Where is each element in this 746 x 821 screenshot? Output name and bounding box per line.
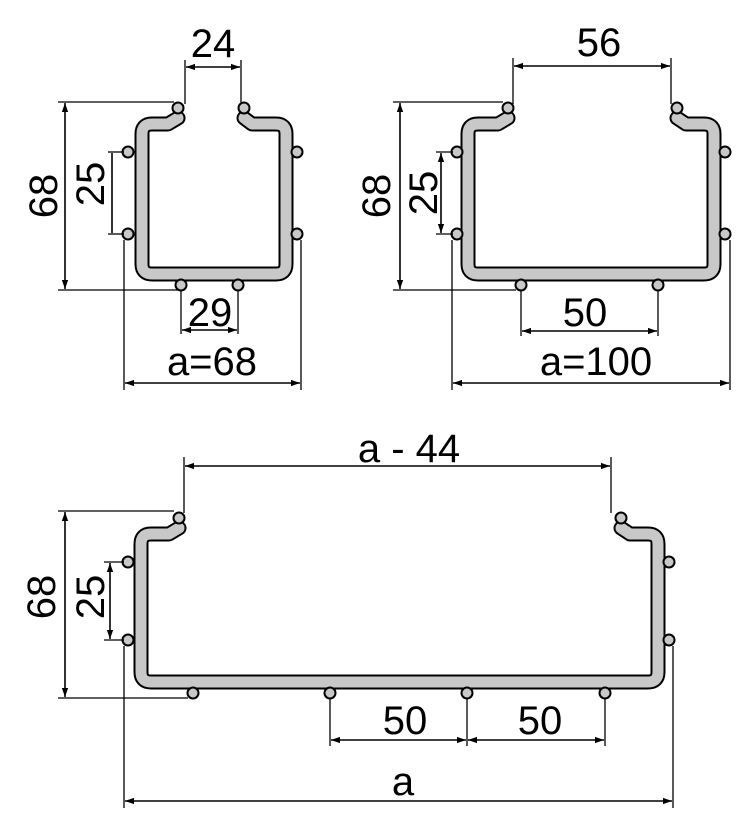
large-tray: a - 44 68 25 50 50 [20,427,676,808]
large-bottom-spacing-dimension-1: 50 [329,698,468,746]
medium-height-label: 68 [355,174,399,219]
small-tray-profile [134,110,294,282]
small-width-dimension: a=68 [123,240,302,390]
small-opening-label: 24 [191,22,236,66]
medium-tray: 56 68 25 50 a=100 [355,21,732,390]
small-height-dimension: 68 [22,101,180,291]
small-bottom-spacing-dimension: 29 [180,290,239,335]
medium-opening-dimension: 56 [512,21,672,104]
small-opening-dimension: 24 [184,22,242,104]
medium-width-dimension: a=100 [451,240,731,390]
small-side-spacing-dimension: 25 [69,151,124,235]
medium-tray-wires [450,101,732,292]
large-bottom-spacing-label-2: 50 [518,699,563,743]
large-opening-dimension: a - 44 [183,427,612,513]
large-width-dimension: a [123,646,674,808]
large-side-spacing-dimension: 25 [69,561,124,641]
large-height-label: 68 [20,575,64,620]
large-tray-profile [133,520,666,690]
large-tray-wires [121,511,676,700]
medium-tray-profile [460,110,722,282]
large-height-dimension: 68 [20,510,188,699]
large-side-spacing-label: 25 [69,575,113,620]
large-opening-label: a - 44 [358,427,460,471]
medium-side-spacing-dimension: 25 [402,151,453,235]
medium-bottom-spacing-dimension: 50 [520,290,659,336]
large-bottom-spacing-dimension-2: 50 [468,698,606,746]
large-width-label: a [392,760,415,804]
small-tray-wires [121,101,304,292]
medium-width-label: a=100 [540,340,652,384]
large-bottom-spacing-label-1: 50 [383,699,428,743]
small-width-label: a=68 [167,340,257,384]
small-tray: 24 68 25 29 a=68 [22,22,304,390]
small-bottom-spacing-label: 29 [188,291,233,335]
medium-height-dimension: 68 [355,101,516,291]
medium-side-spacing-label: 25 [402,171,446,216]
small-height-label: 68 [22,174,66,219]
small-side-spacing-label: 25 [69,162,113,207]
medium-bottom-spacing-label: 50 [563,291,608,335]
medium-opening-label: 56 [577,21,622,65]
